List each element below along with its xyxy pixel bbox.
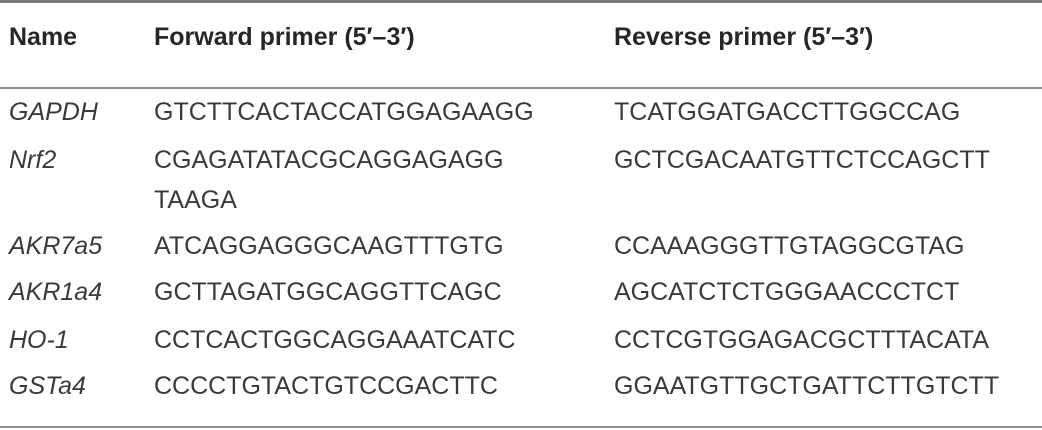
gene-name: GSTa4 <box>9 372 86 400</box>
reverse-primer: AGCATCTCTGGGAACCCTCT <box>614 278 960 306</box>
gene-name: HO-1 <box>9 326 69 354</box>
table-top-rule <box>0 0 1042 3</box>
forward-primer-line-1: CGAGATATACGCAGGAGAGG <box>154 146 504 174</box>
reverse-primer: CCTCGTGGAGACGCTTTACATA <box>614 326 989 354</box>
gene-name: Nrf2 <box>9 146 57 174</box>
table-bottom-rule <box>0 426 1042 428</box>
forward-primer: GCTTAGATGGCAGGTTCAGC <box>154 278 502 306</box>
reverse-primer: GGAATGTTGCTGATTCTTGTCTT <box>614 372 1000 400</box>
header-reverse-primer: Reverse primer (5′–3′) <box>614 23 874 51</box>
forward-primer: CCTCACTGGCAGGAAATCATC <box>154 326 516 354</box>
reverse-primer: GCTCGACAATGTTCTCCAGCTT <box>614 146 990 174</box>
header-name: Name <box>9 23 78 51</box>
gene-name: AKR1a4 <box>9 278 103 306</box>
forward-primer: ATCAGGAGGGCAAGTTTGTG <box>154 232 504 260</box>
gene-name: GAPDH <box>9 98 98 126</box>
header-rule <box>0 87 1042 89</box>
reverse-primer: TCATGGATGACCTTGGCCAG <box>614 98 961 126</box>
header-forward-primer: Forward primer (5′–3′) <box>154 23 415 51</box>
forward-primer: CCCCTGTACTGTCCGACTTC <box>154 372 498 400</box>
reverse-primer: CCAAAGGGTTGTAGGCGTAG <box>614 232 965 260</box>
gene-name: AKR7a5 <box>9 232 103 260</box>
forward-primer-line-2: TAAGA <box>154 186 237 214</box>
forward-primer: GTCTTCACTACCATGGAGAAGG <box>154 98 534 126</box>
